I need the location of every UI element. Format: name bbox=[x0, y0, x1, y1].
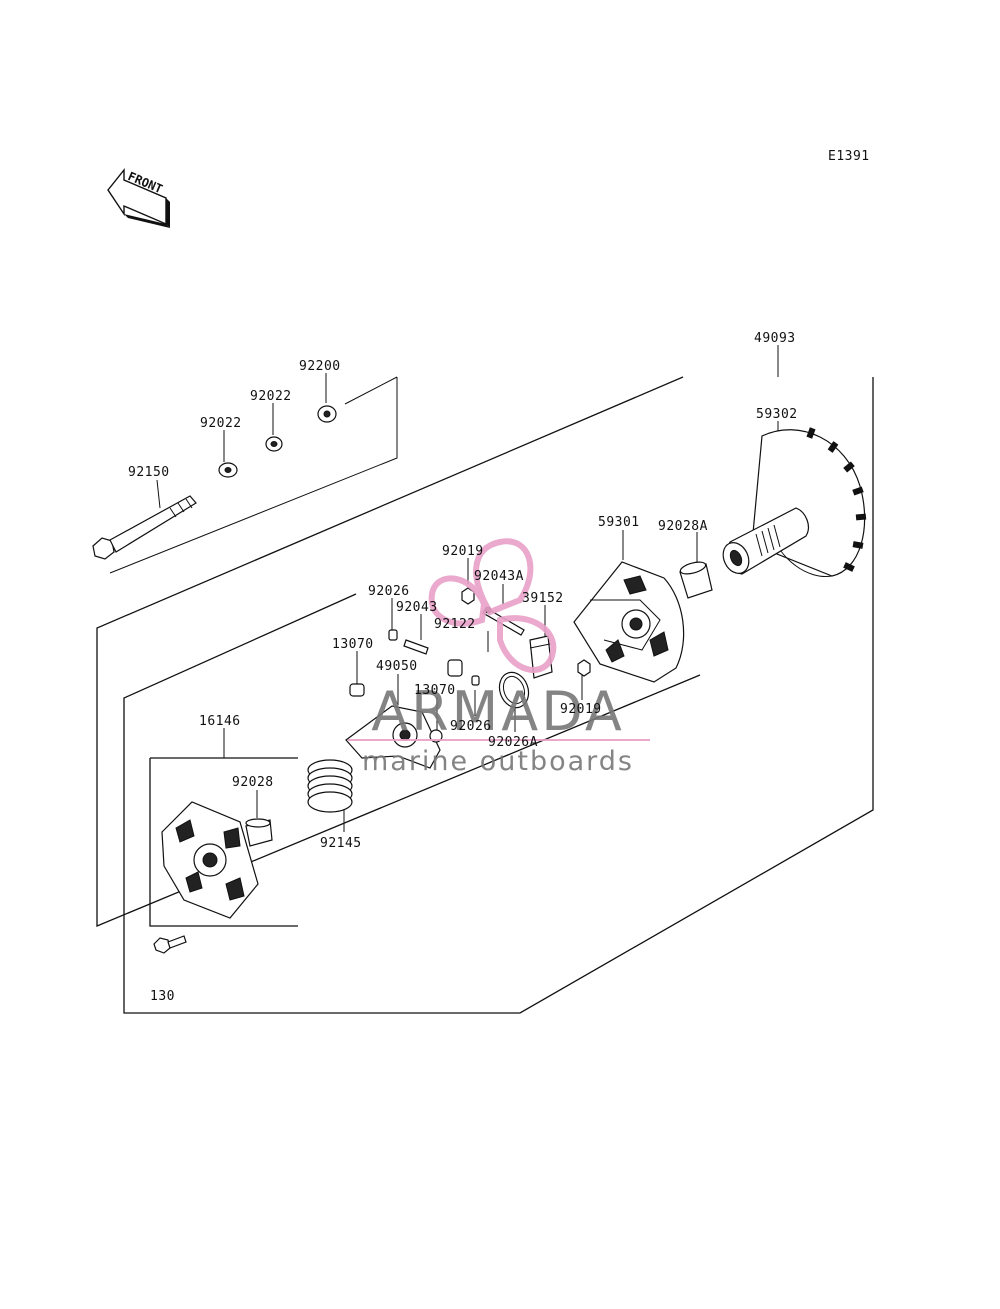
label-92022-b: 92022 bbox=[250, 389, 292, 404]
label-92043A: 92043A bbox=[474, 569, 524, 584]
label-49093: 49093 bbox=[754, 331, 796, 346]
front-arrow-icon: FRONT bbox=[107, 168, 170, 228]
nut-92019-a bbox=[461, 587, 475, 605]
bushing-13070-b bbox=[447, 659, 463, 677]
label-92026-a: 92026 bbox=[368, 584, 410, 599]
propeller-logo-icon bbox=[428, 538, 557, 673]
bolt-92150 bbox=[92, 495, 197, 560]
spring-92145 bbox=[307, 759, 353, 813]
label-92019-b: 92019 bbox=[560, 702, 602, 717]
label-92026A: 92026A bbox=[488, 735, 538, 750]
leader-lines bbox=[156, 345, 779, 832]
watermark: ARMADA marine outboards bbox=[348, 538, 650, 777]
bushing-13070-a bbox=[349, 683, 365, 697]
ring-92026A bbox=[498, 671, 530, 709]
pin-92043 bbox=[403, 639, 429, 655]
label-92122: 92122 bbox=[434, 617, 476, 632]
assembly-frame bbox=[96, 376, 874, 1014]
sheave-59302 bbox=[722, 427, 867, 577]
watermark-brand: ARMADA bbox=[371, 680, 625, 743]
label-92150: 92150 bbox=[128, 465, 170, 480]
washer-92022-a bbox=[218, 462, 238, 478]
part-labels: 49093 59302 59301 92028A 92200 92022 920… bbox=[128, 331, 798, 1004]
label-130: 130 bbox=[150, 989, 175, 1004]
diagram-code: E1391 bbox=[828, 149, 870, 164]
collar-92026-a bbox=[388, 629, 398, 641]
label-59302: 59302 bbox=[756, 407, 798, 422]
label-92043: 92043 bbox=[396, 600, 438, 615]
watermark-tagline: marine outboards bbox=[362, 746, 634, 777]
label-92028: 92028 bbox=[232, 775, 274, 790]
label-92022-a: 92022 bbox=[200, 416, 242, 431]
label-16146: 16146 bbox=[199, 714, 241, 729]
label-59301: 59301 bbox=[598, 515, 640, 530]
label-92200: 92200 bbox=[299, 359, 341, 374]
label-92026-b: 92026 bbox=[450, 719, 492, 734]
collar-92026-b bbox=[471, 675, 480, 686]
label-49050: 49050 bbox=[376, 659, 418, 674]
bolt-130 bbox=[153, 935, 187, 954]
label-13070-a: 13070 bbox=[332, 637, 374, 652]
label-39152: 39152 bbox=[522, 591, 564, 606]
label-92019-a: 92019 bbox=[442, 544, 484, 559]
nut-92019-b bbox=[577, 659, 591, 677]
washer-92200 bbox=[317, 405, 337, 423]
bushing-92028 bbox=[245, 818, 273, 847]
bushing-92028A bbox=[679, 561, 713, 599]
sheave-59301 bbox=[573, 561, 685, 683]
label-92028A: 92028A bbox=[658, 519, 708, 534]
label-92145: 92145 bbox=[320, 836, 362, 851]
washer-92022-b bbox=[265, 436, 283, 452]
label-13070-b: 13070 bbox=[414, 683, 456, 698]
cover-16146 bbox=[161, 801, 259, 919]
